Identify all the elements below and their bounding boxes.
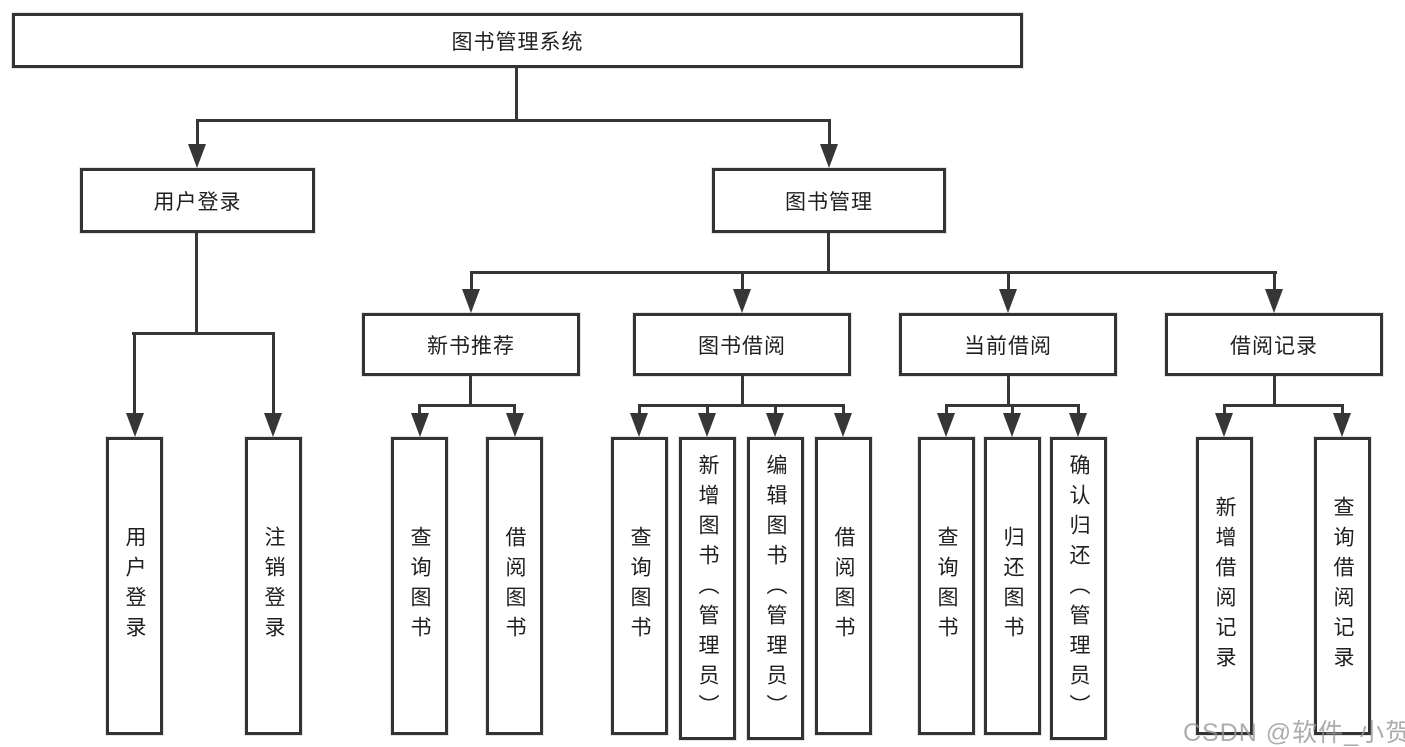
connector-drop-level3: [1273, 271, 1276, 291]
connector-newrec-stem: [469, 376, 472, 406]
leaf-label: 新增图书（管理员）: [696, 453, 719, 724]
connector-borrowing-stem: [741, 376, 744, 406]
leaf-query-books-newrec: 查询图书: [391, 437, 448, 735]
arrow-down-icon: [1215, 413, 1233, 437]
connector-drop-user-login: [196, 119, 199, 145]
connector-drop-leaf: [272, 332, 275, 413]
connector-drop-level3: [1007, 271, 1010, 291]
connector-root-stem: [515, 68, 518, 120]
arrow-down-icon: [766, 413, 784, 437]
leaf-query-books-borrowing: 查询图书: [611, 437, 668, 735]
leaf-query-borrow-record: 查询借阅记录: [1314, 437, 1371, 735]
leaf-borrow-books-newrec: 借阅图书: [486, 437, 543, 735]
arrow-down-icon: [411, 413, 429, 437]
connector-records-stem: [1273, 376, 1276, 406]
connector-drop-leaf: [706, 404, 709, 415]
connector-drop-book-management: [828, 119, 831, 145]
node-borrowing-records: 借阅记录: [1165, 313, 1383, 376]
connector-drop-leaf: [133, 332, 136, 413]
leaf-label: 借阅图书: [503, 526, 526, 646]
leaf-label: 新增借阅记录: [1213, 496, 1236, 676]
leaf-label: 注销登录: [262, 526, 285, 646]
connector-drop-leaf: [1077, 404, 1080, 415]
leaf-confirm-return-admin: 确认归还（管理员）: [1050, 437, 1107, 740]
leaf-user-login: 用户登录: [106, 437, 163, 735]
leaf-label: 借阅图书: [832, 526, 855, 646]
connector-drop-leaf: [1341, 404, 1344, 415]
leaf-label: 编辑图书（管理员）: [764, 453, 787, 724]
connector-newrec-hline: [418, 404, 516, 407]
arrow-down-icon: [1265, 289, 1283, 313]
arrow-down-icon: [999, 289, 1017, 313]
connector-root-hline: [196, 119, 831, 122]
connector-drop-leaf: [638, 404, 641, 415]
arrow-down-icon: [506, 413, 524, 437]
arrow-down-icon: [698, 413, 716, 437]
connector-drop-leaf: [842, 404, 845, 415]
leaf-add-books-admin: 新增图书（管理员）: [679, 437, 736, 740]
connector-drop-level3: [741, 271, 744, 291]
connector-drop-leaf: [1011, 404, 1014, 415]
connector-drop-level3: [470, 271, 473, 291]
leaf-label: 查询图书: [935, 526, 958, 646]
leaf-edit-books-admin: 编辑图书（管理员）: [747, 437, 804, 740]
arrow-down-icon: [820, 144, 838, 168]
connector-user-login-stem: [195, 233, 198, 334]
leaf-label: 用户登录: [123, 526, 146, 646]
connector-user-login-hline: [132, 332, 275, 335]
leaf-label: 查询图书: [628, 526, 651, 646]
connector-book-management-hline: [470, 271, 1277, 274]
arrow-down-icon: [264, 413, 282, 437]
node-current-borrowing: 当前借阅: [899, 313, 1117, 376]
connector-borrowing-hline: [638, 404, 845, 407]
leaf-logout: 注销登录: [245, 437, 302, 735]
node-user-login: 用户登录: [80, 168, 315, 233]
arrow-down-icon: [1069, 413, 1087, 437]
arrow-down-icon: [1333, 413, 1351, 437]
node-book-borrowing: 图书借阅: [633, 313, 851, 376]
leaf-label: 查询图书: [408, 526, 431, 646]
csdn-watermark: CSDN @软件_小贺同学: [1183, 719, 1405, 747]
node-book-management: 图书管理: [712, 168, 946, 233]
connector-drop-leaf: [1223, 404, 1226, 415]
arrow-down-icon: [462, 289, 480, 313]
connector-drop-leaf: [774, 404, 777, 415]
leaf-label: 确认归还（管理员）: [1067, 453, 1090, 724]
leaf-borrow-books-borrowing: 借阅图书: [815, 437, 872, 735]
leaf-label: 归还图书: [1001, 526, 1024, 646]
node-library-management-system: 图书管理系统: [12, 13, 1023, 68]
connector-current-stem: [1007, 376, 1010, 406]
connector-book-management-stem: [827, 233, 830, 273]
node-new-book-recommend: 新书推荐: [362, 313, 580, 376]
leaf-query-books-current: 查询图书: [918, 437, 975, 735]
arrow-down-icon: [126, 413, 144, 437]
arrow-down-icon: [1003, 413, 1021, 437]
leaf-add-borrow-record: 新增借阅记录: [1196, 437, 1253, 735]
connector-drop-leaf: [945, 404, 948, 415]
arrow-down-icon: [630, 413, 648, 437]
connector-drop-leaf: [418, 404, 421, 415]
leaf-label: 查询借阅记录: [1331, 496, 1354, 676]
connector-drop-leaf: [513, 404, 516, 415]
leaf-return-books: 归还图书: [984, 437, 1041, 735]
arrow-down-icon: [733, 289, 751, 313]
arrow-down-icon: [937, 413, 955, 437]
arrow-down-icon: [188, 144, 206, 168]
connector-records-hline: [1223, 404, 1344, 407]
arrow-down-icon: [834, 413, 852, 437]
